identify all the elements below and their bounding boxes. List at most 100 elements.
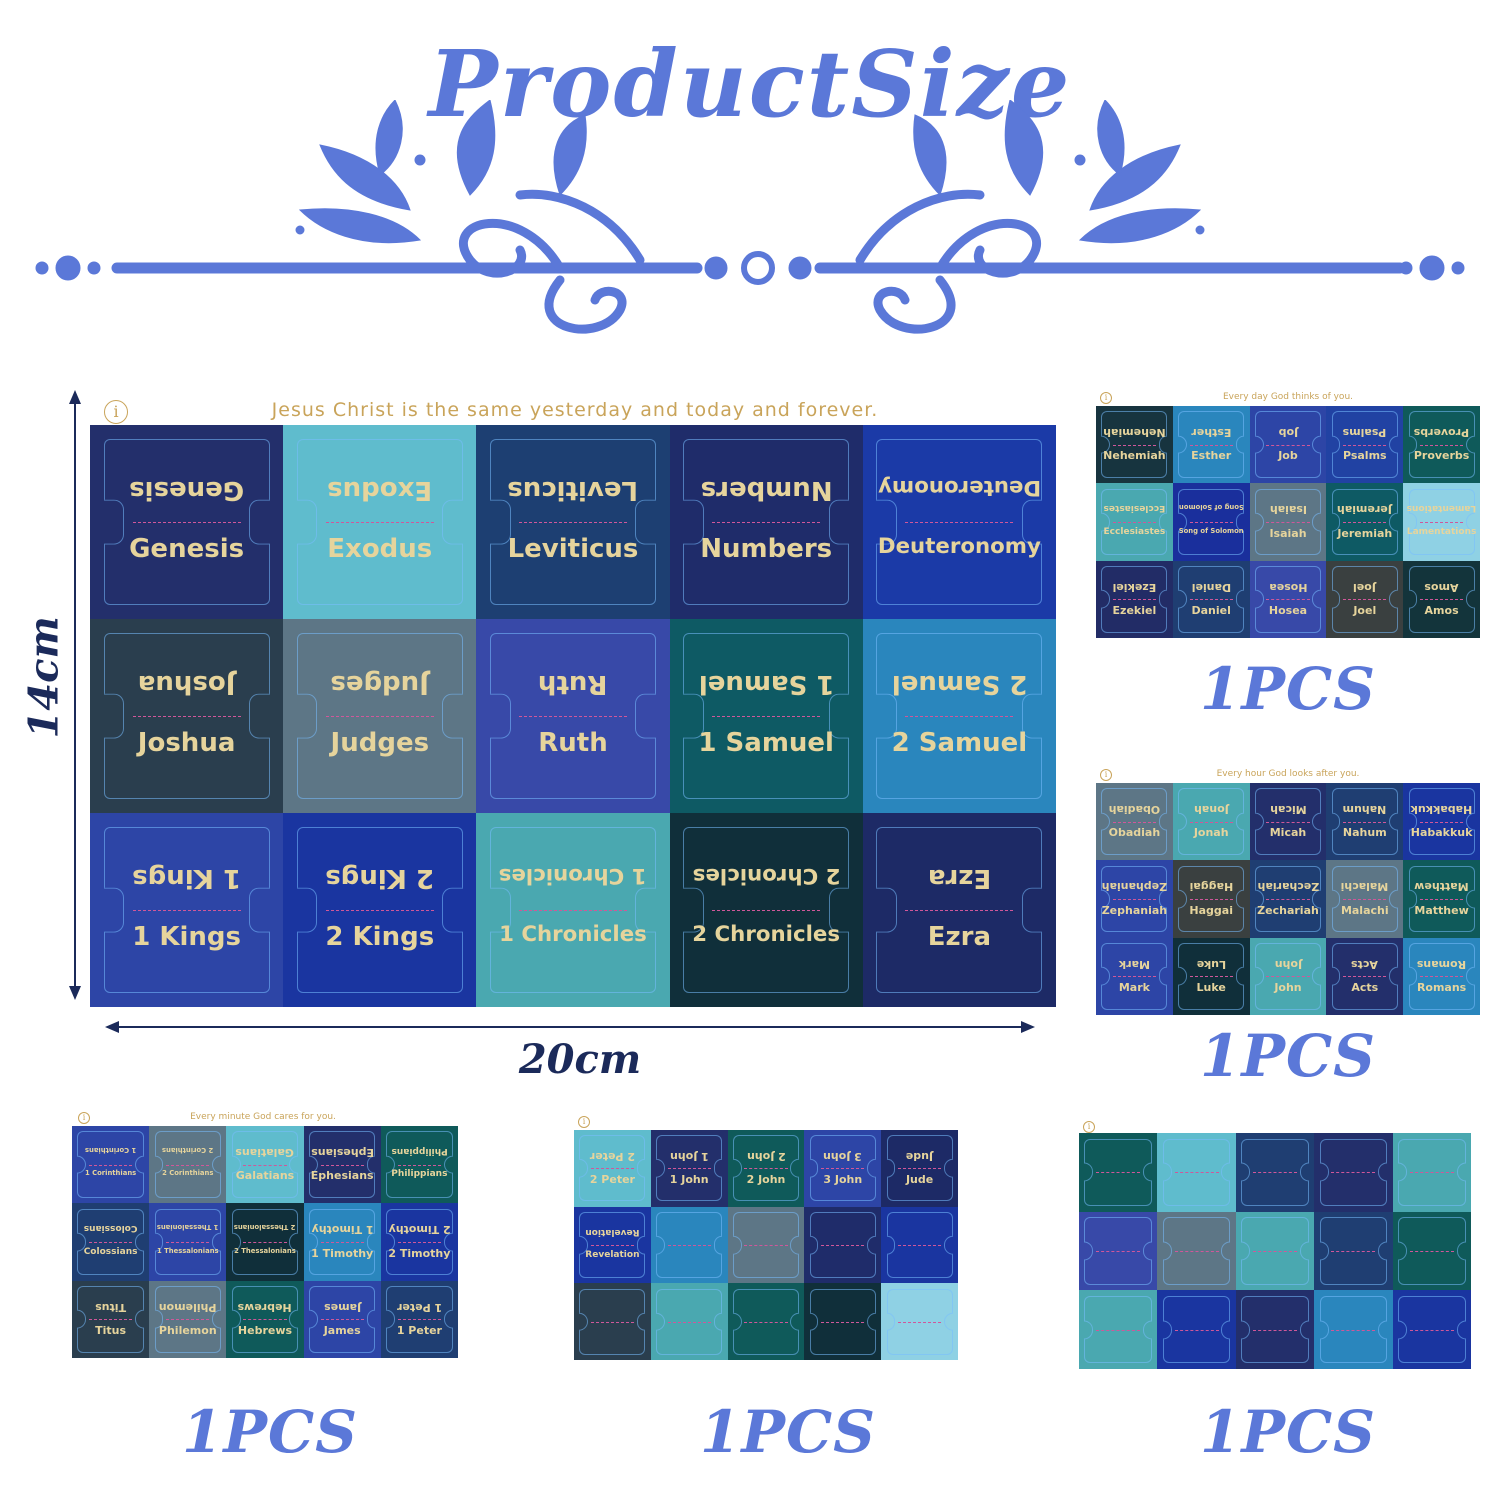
- fold-line: [320, 1241, 364, 1243]
- tab-label-mirrored: 2 Thessalonians: [234, 1223, 296, 1232]
- fold-line: [1112, 444, 1156, 446]
- fold-line: [1189, 821, 1233, 823]
- tab-label: Haggai: [1189, 903, 1233, 917]
- tab-label: Colossians: [83, 1246, 138, 1257]
- tab-label-mirrored: Hebrews: [237, 1300, 293, 1314]
- fold-line: [1409, 1172, 1454, 1174]
- book-tab: [1392, 1290, 1471, 1369]
- book-tab: [1157, 1133, 1236, 1212]
- tab-label: Obadiah: [1108, 826, 1161, 840]
- fold-line: [905, 910, 1014, 911]
- book-tab: [574, 1283, 651, 1360]
- fold-line: [667, 1321, 711, 1323]
- fold-line: [325, 910, 434, 911]
- tab-outline: [1408, 488, 1475, 556]
- tab-label: Philemon: [158, 1323, 217, 1337]
- fold-line: [1174, 1250, 1219, 1252]
- tab-label: Amos: [1424, 603, 1459, 617]
- fold-line: [821, 1168, 865, 1170]
- main-sheet: i Jesus Christ is the same yesterday and…: [90, 395, 1060, 1010]
- tab-label: John: [1274, 980, 1302, 994]
- quantity-label: 1PCS: [1200, 1022, 1377, 1090]
- tab-label-mirrored: Esther: [1191, 426, 1232, 440]
- tab-label: James: [323, 1323, 361, 1337]
- book-tab: [1157, 1211, 1236, 1291]
- fold-line: [397, 1319, 442, 1321]
- tab-label-mirrored: Jude: [905, 1149, 934, 1163]
- tab-label-mirrored: Hosea: [1268, 580, 1308, 594]
- height-label: 14cm: [20, 616, 68, 739]
- info-icon: i: [578, 1116, 590, 1128]
- tab-label: 2 Kings: [325, 921, 435, 952]
- tab-label-mirrored: Ezra: [927, 863, 992, 894]
- tab-label-mirrored: Nahum: [1342, 803, 1387, 817]
- tab-label-mirrored: Philemon: [158, 1300, 217, 1314]
- tab-label-mirrored: Zechariah: [1257, 880, 1319, 894]
- tab-label: Micah: [1269, 826, 1307, 840]
- tab-label: Leviticus: [507, 533, 639, 564]
- tab-label: 1 Timothy: [311, 1246, 374, 1260]
- tab-label: Ephesians: [310, 1169, 374, 1183]
- tab-outline: [1241, 1295, 1309, 1364]
- fold-line: [88, 1241, 133, 1243]
- info-icon: i: [1083, 1121, 1095, 1133]
- tab-label-mirrored: Habakkuk: [1410, 803, 1473, 817]
- fold-line: [1266, 976, 1310, 978]
- tab-outline: [1331, 566, 1398, 633]
- tab-label: 1 Thessalonians: [156, 1246, 219, 1255]
- fold-line: [1420, 898, 1464, 900]
- book-tab: [1235, 1290, 1315, 1369]
- sheet-caption: Every minute God cares for you.: [190, 1112, 336, 1122]
- tab-label: Lamentations: [1406, 526, 1477, 537]
- tab-label: Job: [1278, 449, 1298, 463]
- tab-label: Ezekiel: [1112, 603, 1157, 617]
- tab-label: Psalms: [1342, 449, 1387, 463]
- book-tab: [804, 1283, 882, 1360]
- quantity-label: 1PCS: [182, 1398, 359, 1466]
- fold-line: [1266, 444, 1310, 446]
- tab-label: 1 Kings: [132, 921, 241, 952]
- tab-label-mirrored: Psalms: [1342, 426, 1387, 440]
- tab-label: Daniel: [1191, 603, 1231, 617]
- tab-label-mirrored: 2 Timothy: [388, 1223, 451, 1237]
- fold-line: [1343, 821, 1387, 823]
- tab-label-mirrored: Genesis: [129, 475, 245, 506]
- tab-label-mirrored: Lamentations: [1406, 503, 1477, 514]
- quantity-label: 1PCS: [700, 1398, 877, 1466]
- tab-label-mirrored: Revelation: [585, 1226, 640, 1237]
- tab-label: 2 Thessalonians: [234, 1246, 296, 1255]
- fold-line: [1331, 1250, 1376, 1252]
- tab-label-mirrored: Mark: [1118, 957, 1150, 971]
- quantity-label: 1PCS: [1200, 655, 1377, 723]
- tab-label: Nehemiah: [1103, 449, 1166, 463]
- tab-label: Habakkuk: [1410, 826, 1473, 840]
- tab-label: Luke: [1196, 980, 1226, 994]
- tab-outline: [1254, 788, 1322, 855]
- fold-line: [898, 1244, 942, 1246]
- book-tab: [1079, 1290, 1158, 1369]
- fold-line: [518, 522, 628, 523]
- tab-outline: [1241, 1138, 1309, 1207]
- tab-label-mirrored: Nehemiah: [1103, 426, 1166, 440]
- tab-label-mirrored: Titus: [95, 1300, 127, 1314]
